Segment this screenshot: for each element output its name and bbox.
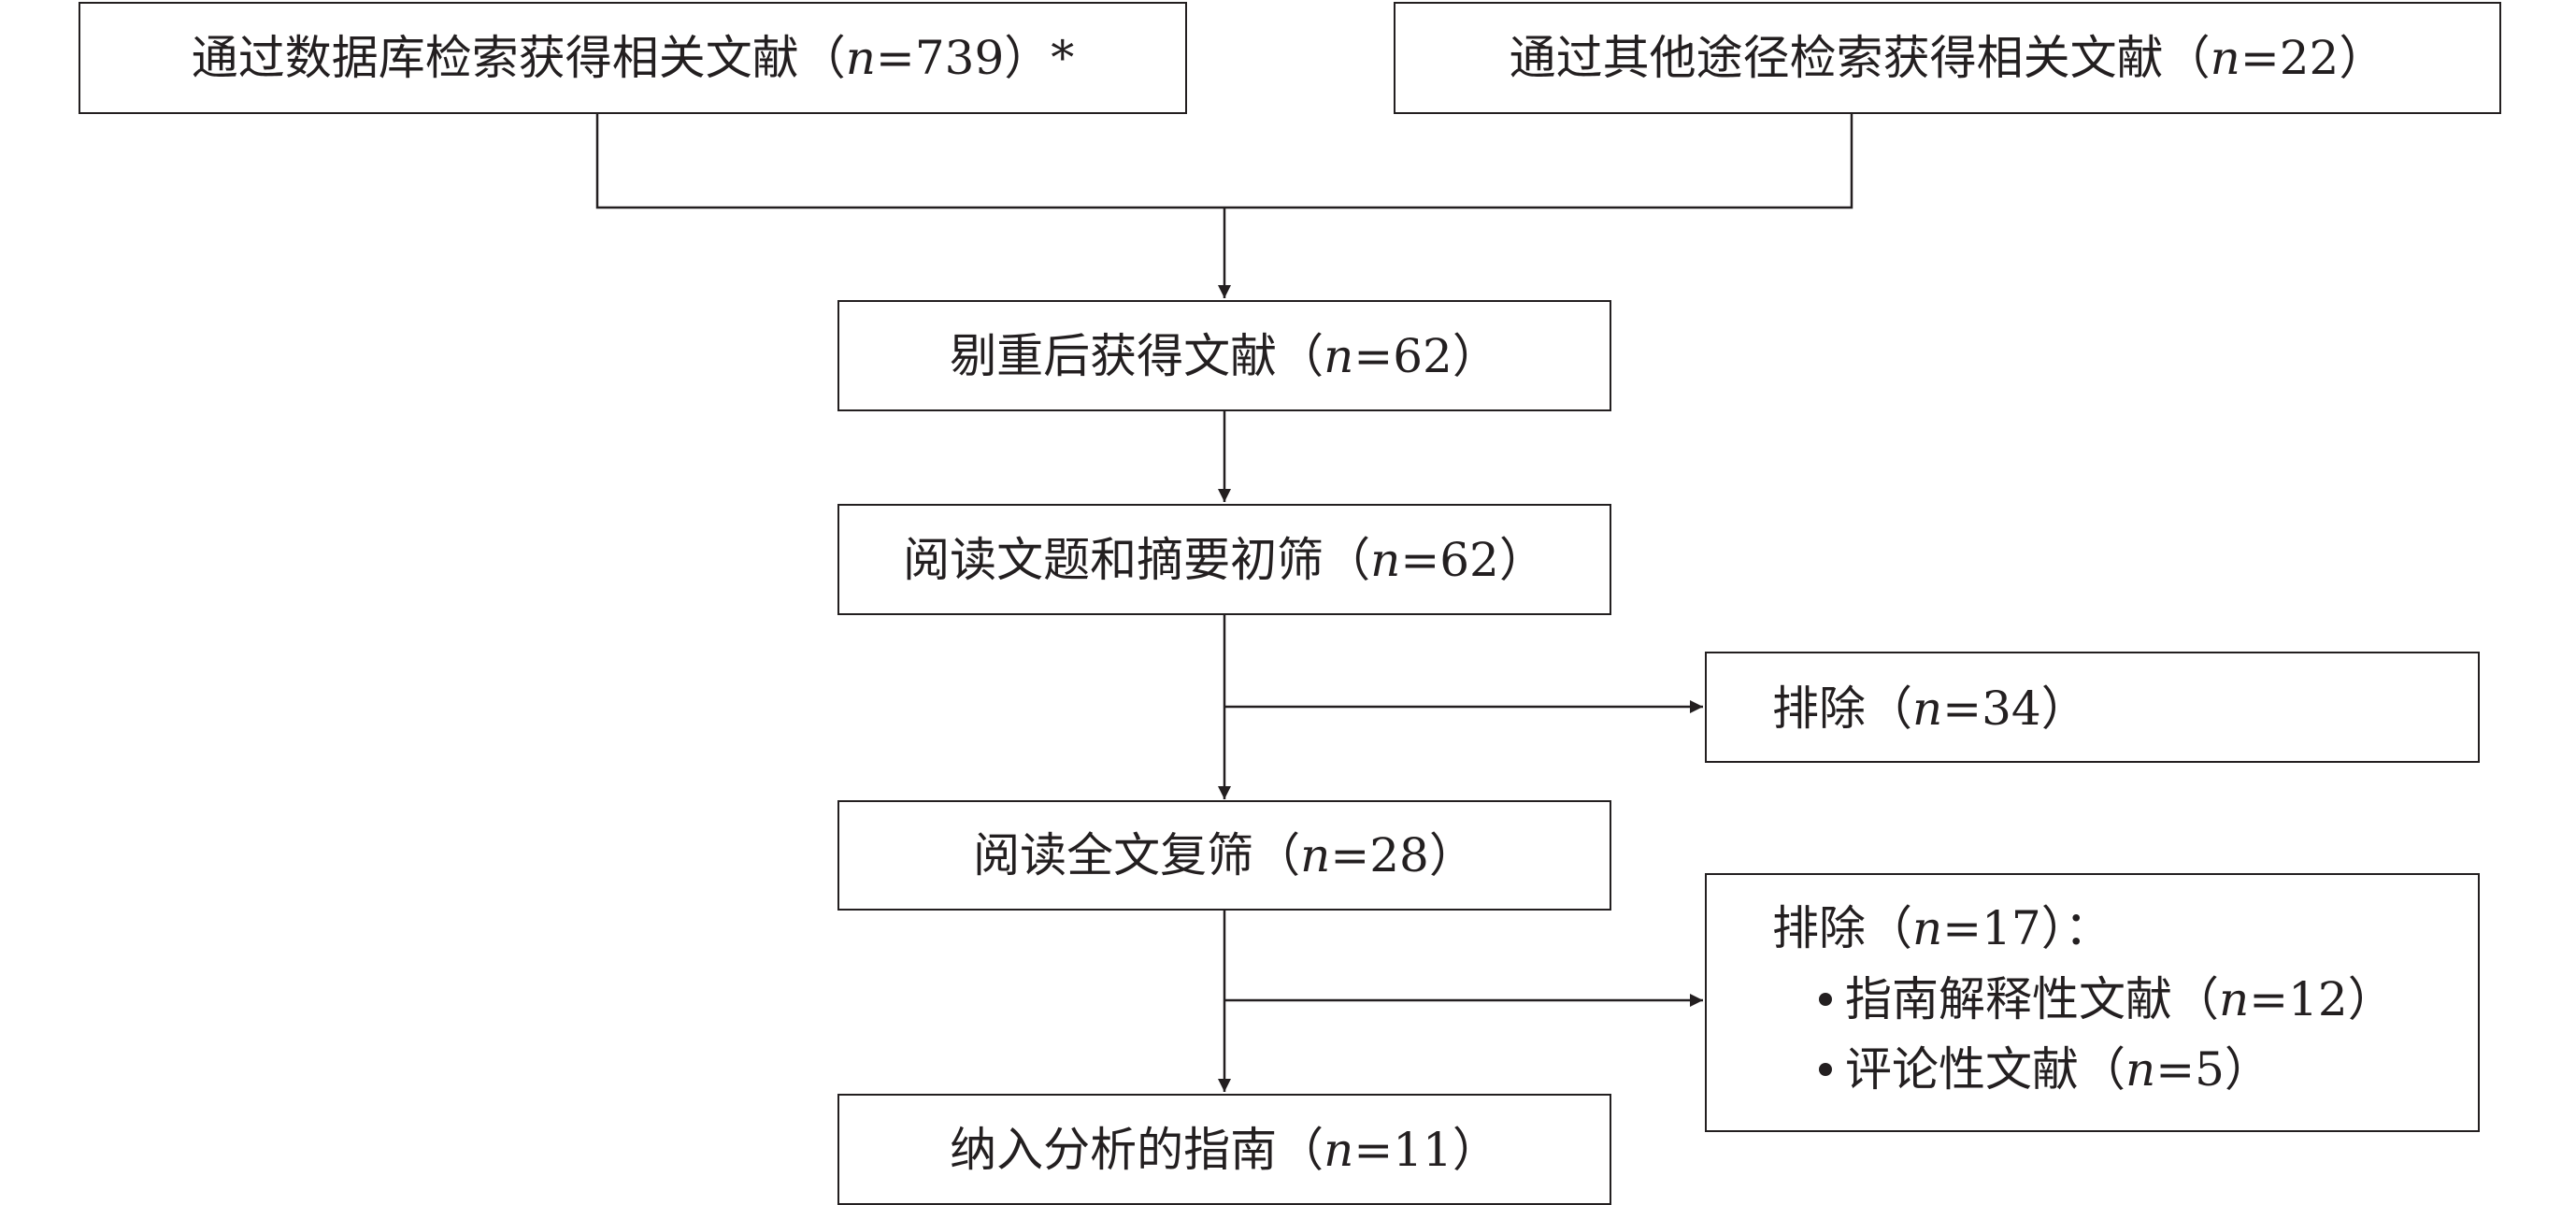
- exclusion-item: 评论性文献（n=5）: [1819, 1046, 2271, 1093]
- box-included-guidelines: 纳入分析的指南（n=11）: [837, 1094, 1611, 1205]
- exclusion-item: 指南解释性文献（n=12）: [1819, 976, 2395, 1023]
- box-other-sources: 通过其他途径检索获得相关文献（n=22）: [1394, 2, 2501, 114]
- exclusion-summary: 排除（n=17）：: [1772, 901, 2111, 955]
- box-database-search: 通过数据库检索获得相关文献（n=739）*: [79, 2, 1187, 114]
- box-excluded-second: 排除（n=17）： 指南解释性文献（n=12） 评论性文献（n=5）: [1705, 873, 2480, 1132]
- bullet-icon: [1819, 1063, 1832, 1076]
- box-fulltext-screen: 阅读全文复筛（n=28）: [837, 800, 1611, 911]
- bullet-icon: [1819, 993, 1832, 1006]
- box-after-dedup: 剔重后获得文献（n=62）: [837, 300, 1611, 411]
- box-excluded-first: 排除（n=34）: [1705, 652, 2480, 763]
- merge-line: [595, 114, 1853, 209]
- box-title-abstract-screen: 阅读文题和摘要初筛（n=62）: [837, 504, 1611, 615]
